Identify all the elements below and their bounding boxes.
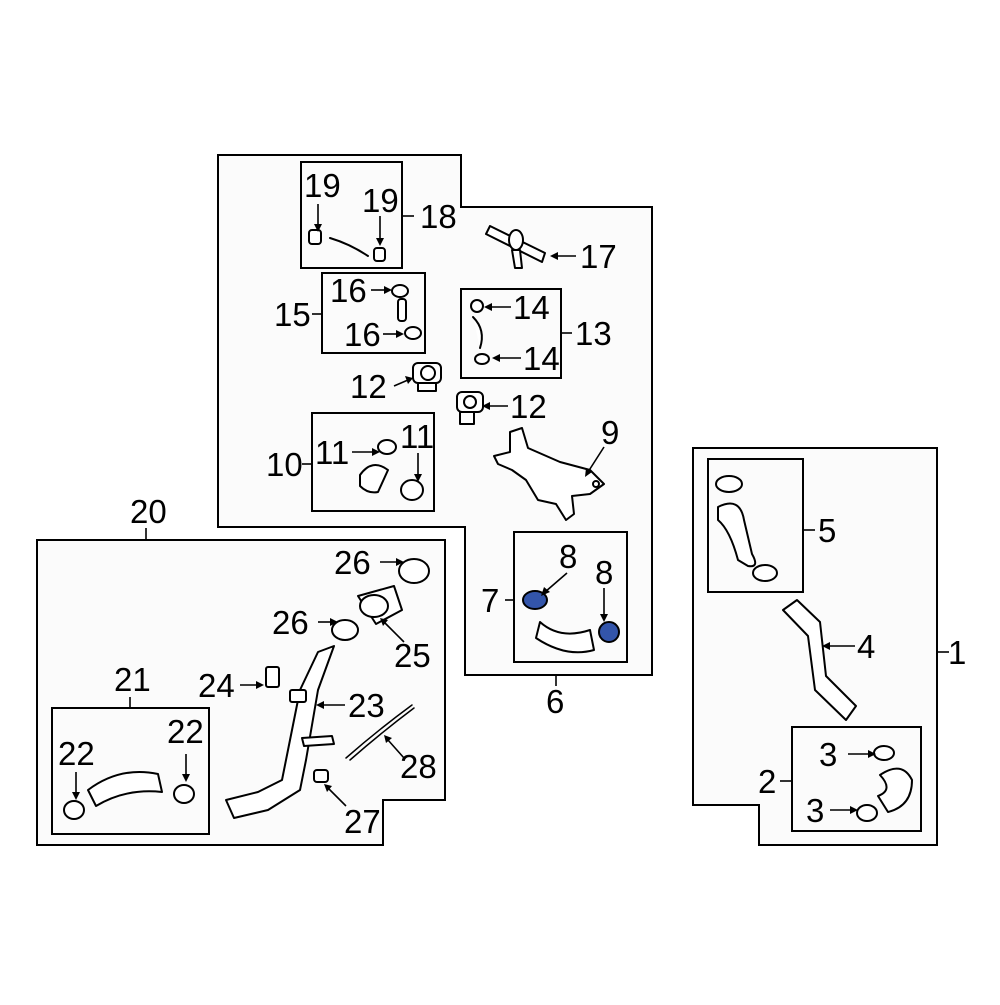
- callout-23[interactable]: 23: [348, 687, 385, 724]
- callout-8[interactable]: 8: [559, 538, 577, 575]
- part-22-clamps: [63, 784, 195, 820]
- callout-7[interactable]: 7: [481, 582, 499, 619]
- box-2: [791, 726, 922, 832]
- part-27-connector: [313, 769, 329, 783]
- callout-11[interactable]: 11: [315, 434, 349, 471]
- callout-26[interactable]: 26: [272, 604, 309, 641]
- callout-4[interactable]: 4: [857, 628, 875, 665]
- callout-8[interactable]: 8: [595, 554, 613, 591]
- callout-3[interactable]: 3: [806, 792, 824, 829]
- callout-2[interactable]: 2: [758, 763, 776, 800]
- part-8-clamp-left: [522, 590, 548, 610]
- group-20-outline: [36, 539, 446, 846]
- part-16-clips: [391, 284, 422, 340]
- part-21-hose: [87, 771, 163, 807]
- callout-18[interactable]: 18: [420, 198, 457, 235]
- callout-26[interactable]: 26: [334, 544, 371, 581]
- callout-16[interactable]: 16: [344, 316, 381, 353]
- callout-labels: 1 2 3 3 4 5 6 7 8 8 9 10 11 11 12 12 13 …: [58, 167, 966, 840]
- callout-16[interactable]: 16: [330, 272, 367, 309]
- part-26-clamps: [331, 558, 430, 641]
- part-4-hose: [782, 599, 857, 721]
- callout-28[interactable]: 28: [400, 748, 437, 785]
- callout-11[interactable]: 11: [400, 418, 434, 455]
- part-25-hose: [357, 585, 403, 625]
- callout-9[interactable]: 9: [601, 414, 619, 451]
- box-15: [321, 272, 426, 354]
- part-8-clamp-right: [598, 621, 620, 643]
- part-2-hose: [856, 745, 913, 822]
- part-7-hose: [535, 621, 595, 654]
- callout-25[interactable]: 25: [394, 637, 431, 674]
- callout-20[interactable]: 20: [130, 493, 167, 530]
- part-14-clips: [470, 299, 490, 365]
- callout-19[interactable]: 19: [304, 167, 341, 204]
- callout-24[interactable]: 24: [198, 667, 235, 704]
- box-5: [707, 458, 804, 593]
- callout-22[interactable]: 22: [58, 735, 95, 772]
- callout-17[interactable]: 17: [580, 238, 617, 275]
- part-9-water-outlet: [493, 427, 605, 521]
- callout-27[interactable]: 27: [344, 803, 381, 840]
- part-23-pipe: [225, 645, 335, 819]
- part-12-valve-upper: [412, 362, 442, 392]
- part-11-hose: [359, 439, 424, 501]
- callout-1[interactable]: 1: [948, 634, 966, 671]
- callout-3[interactable]: 3: [819, 736, 837, 773]
- callout-15[interactable]: 15: [274, 296, 311, 333]
- part-12-valve-lower: [456, 391, 484, 425]
- part-24-bracket: [265, 666, 280, 688]
- part-19-clips: [308, 229, 386, 262]
- callout-12[interactable]: 12: [510, 388, 547, 425]
- callout-22[interactable]: 22: [167, 713, 204, 750]
- part-28-hose: [345, 704, 415, 761]
- leader-lines: [72, 204, 949, 814]
- part-8-clamps: [522, 590, 620, 643]
- callout-10[interactable]: 10: [266, 446, 303, 483]
- box-7: [513, 531, 628, 663]
- box-10: [311, 412, 435, 512]
- callout-6[interactable]: 6: [546, 683, 564, 720]
- part-5-hose: [715, 475, 778, 582]
- box-18: [300, 161, 403, 269]
- callout-21[interactable]: 21: [114, 661, 151, 698]
- callout-13[interactable]: 13: [575, 315, 612, 352]
- callout-12[interactable]: 12: [350, 368, 387, 405]
- callout-19[interactable]: 19: [362, 182, 399, 219]
- callout-14[interactable]: 14: [523, 340, 560, 377]
- callout-5[interactable]: 5: [818, 512, 836, 549]
- part-17-pipe: [485, 225, 546, 269]
- callout-14[interactable]: 14: [513, 289, 550, 326]
